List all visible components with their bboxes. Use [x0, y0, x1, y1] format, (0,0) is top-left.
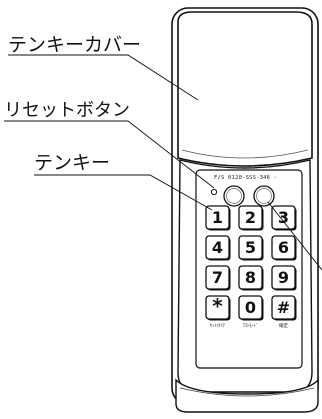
key-label: *	[212, 294, 223, 318]
key-face	[205, 205, 230, 230]
key-face	[205, 265, 230, 290]
base-shading	[179, 387, 315, 397]
key-face	[238, 295, 263, 320]
reset-button-right-ring	[256, 188, 272, 204]
key-sub-label: ｾｯﾄ/ｸﾘｱ	[210, 323, 226, 329]
callout-line-cover	[8, 54, 199, 101]
key-label: 2	[245, 208, 256, 227]
key-face	[238, 235, 263, 260]
key-face	[238, 205, 263, 230]
key-label: 5	[245, 238, 256, 257]
key-sub-label: ｱｽﾄﾓｰﾄﾞ	[243, 322, 259, 329]
key-label: 1	[212, 208, 223, 227]
key-9[interactable]: 9	[271, 265, 297, 291]
key-face	[271, 235, 296, 260]
callout-line-reset	[4, 120, 215, 189]
key-6[interactable]: 6	[271, 235, 297, 261]
key-face	[205, 235, 230, 260]
key-4[interactable]: 4	[205, 235, 231, 261]
key-face	[271, 265, 296, 290]
key-label: #	[277, 298, 290, 317]
key-7[interactable]: 7	[205, 265, 231, 291]
keypad-cover	[177, 11, 313, 167]
reset-button-left	[223, 185, 245, 207]
key-8[interactable]: 8	[238, 265, 264, 291]
key-sub-label: 確定	[279, 322, 288, 329]
cover-highlight	[181, 149, 309, 159]
reset-button-right	[253, 185, 275, 207]
callout-label-keypad: テンキー	[34, 152, 111, 174]
reset-button-left-ring	[226, 188, 242, 204]
printed-phone-number: F/S 0120-SSS-346 -	[214, 175, 278, 181]
callout-line-right	[267, 201, 322, 271]
callout-line-keypad	[34, 174, 213, 211]
callout-label-cover: テンキーカバー	[8, 34, 142, 56]
key-label: 8	[245, 268, 256, 287]
key-face	[205, 295, 230, 320]
key-label: 7	[212, 268, 223, 287]
key-label: 4	[212, 238, 223, 257]
key-label: 9	[278, 268, 289, 287]
key-0[interactable]: 0 ｱｽﾄﾓｰﾄﾞ	[238, 295, 264, 329]
key-5[interactable]: 5	[238, 235, 264, 261]
key-face	[271, 205, 296, 230]
led-indicator	[210, 188, 218, 196]
key-3[interactable]: 3	[271, 205, 297, 231]
key-face	[271, 295, 296, 320]
key-star[interactable]: * ｾｯﾄ/ｸﾘｱ	[205, 294, 231, 329]
key-face	[238, 265, 263, 290]
key-2[interactable]: 2	[238, 205, 264, 231]
key-hash[interactable]: # 確定	[271, 295, 297, 329]
key-grid: 1 2 3 4 5 6 7 8 9 * ｾｯﾄ/ｸﾘｱ 0 ｱｽﾄﾓｰﾄﾞ # 確定	[205, 205, 297, 329]
callout-label-reset-button: リセットボタン	[4, 100, 130, 121]
key-label: 3	[278, 208, 289, 227]
key-label: 6	[278, 238, 289, 257]
key-label: 0	[245, 298, 256, 317]
key-1[interactable]: 1	[205, 205, 231, 231]
